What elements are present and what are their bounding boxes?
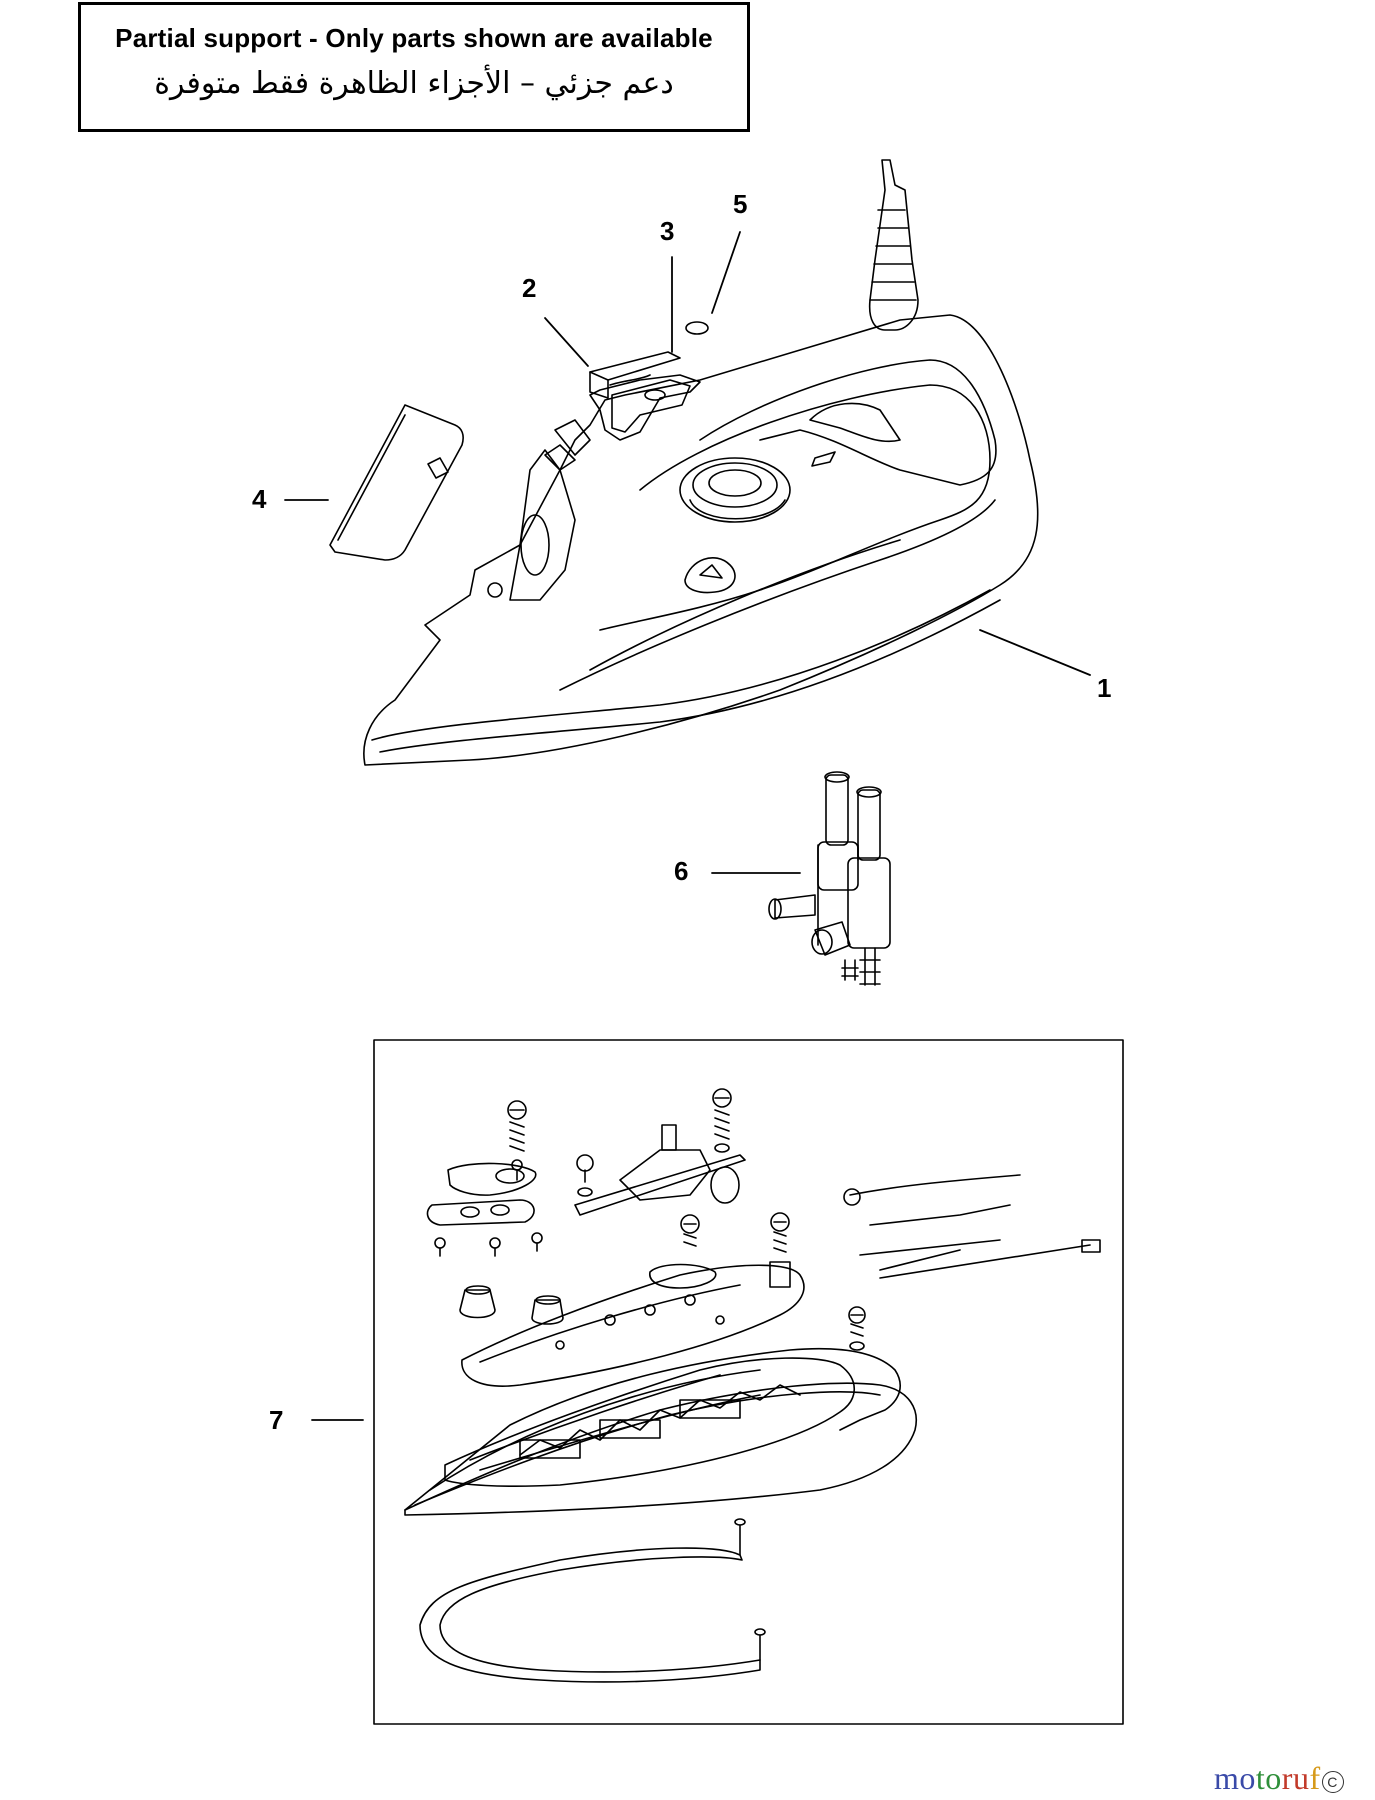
sole-assembly-part: [404, 1088, 1101, 1683]
callout-1: 1: [1097, 673, 1112, 703]
tank-cover-part: [329, 404, 464, 561]
notice-english-text: Partial support - Only parts shown are a…: [115, 23, 713, 53]
seal-ring-part: [685, 321, 709, 335]
watermark-part-1: mo: [1214, 1760, 1256, 1796]
callout-5: 5: [733, 189, 748, 219]
partial-support-notice: Partial support - Only parts shown are a…: [78, 2, 750, 132]
callout-6: 6: [674, 856, 689, 886]
callout-3: 3: [660, 216, 675, 246]
leader-lines: [284, 231, 1091, 1421]
steam-button-part: [611, 379, 691, 433]
copyright-icon: C: [1321, 1770, 1344, 1793]
spray-button-part: [589, 351, 681, 399]
callout-7: 7: [269, 1405, 284, 1435]
notice-arabic-text: دعم جزئي – الأجزاء الظاهرة فقط متوفرة: [154, 66, 674, 101]
watermark-part-4: f: [1309, 1760, 1321, 1796]
watermark-part-3: ru: [1281, 1760, 1310, 1796]
watermark-part-2: to: [1255, 1760, 1282, 1796]
valve-assembly-part: [768, 771, 891, 986]
sole-assembly-frame: [373, 1039, 1124, 1725]
callout-4: 4: [252, 484, 267, 514]
iron-body-part: [363, 159, 1039, 766]
callout-2: 2: [522, 273, 537, 303]
